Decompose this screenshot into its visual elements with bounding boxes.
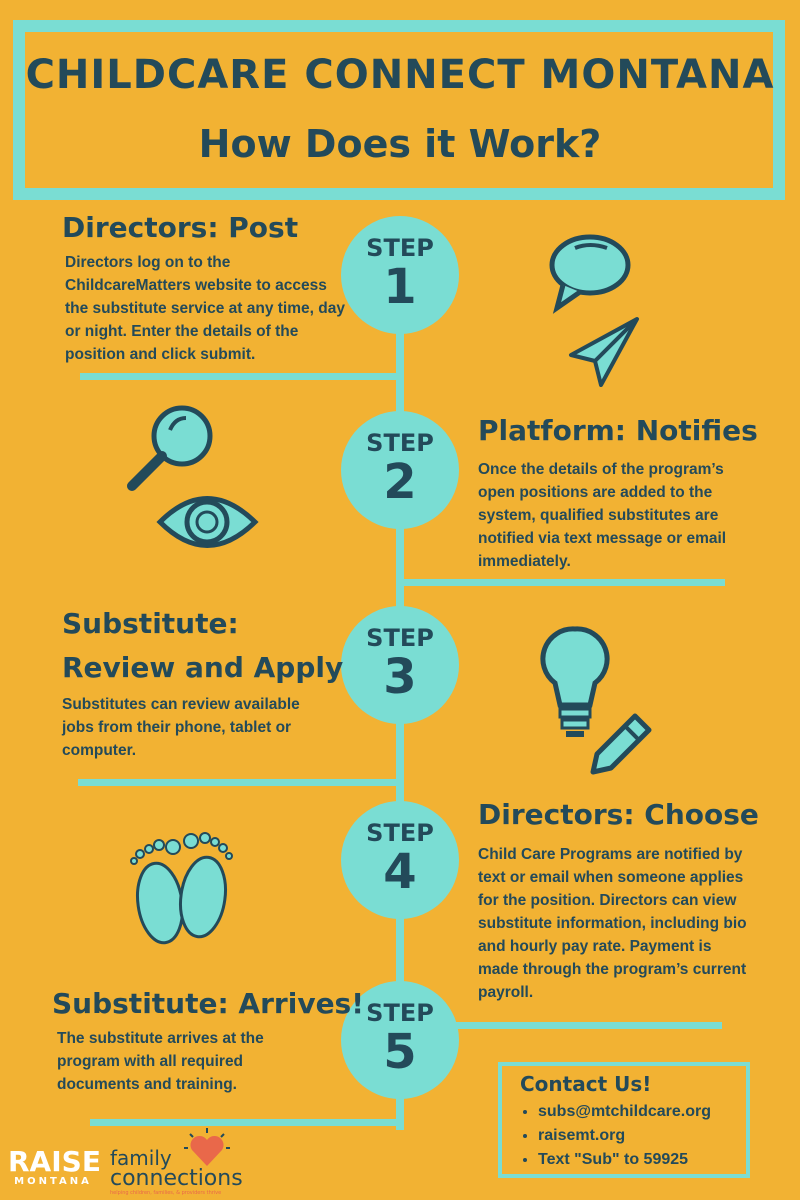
step-3-heading: Substitute: Review and Apply: [62, 607, 344, 684]
step-2-text: Once the details of the program’s open p…: [478, 461, 727, 570]
divider: [80, 373, 400, 380]
paper-plane-icon: [569, 317, 639, 387]
divider: [400, 1022, 722, 1029]
magnifying-glass-icon: [127, 405, 213, 491]
step-4-text: Child Care Programs are notified by text…: [478, 846, 747, 1001]
raise-montana-logo: RAISE MONTANA: [8, 1145, 101, 1188]
step-label: STEP: [366, 429, 434, 457]
step-number: 4: [383, 844, 417, 900]
lightbulb-icon: [540, 626, 610, 737]
eye-icon: [156, 496, 259, 548]
step-3-text: Substitutes can review available jobs fr…: [62, 696, 300, 759]
contact-email[interactable]: subs@mtchildcare.org: [538, 1100, 728, 1124]
step-5-heading: Substitute: Arrives!: [52, 987, 364, 1020]
divider: [78, 779, 400, 786]
family-connections-tagline: helping children, families, & providers …: [110, 1190, 222, 1196]
divider: [400, 579, 725, 586]
step-4-heading: Directors: Choose: [478, 798, 759, 831]
step-label: STEP: [366, 819, 434, 847]
contact-box: Contact Us! subs@mtchildcare.org raisemt…: [498, 1062, 750, 1178]
speech-bubble-icon: [549, 234, 631, 314]
step-label: STEP: [366, 624, 434, 652]
step-5-text: The substitute arrives at the program wi…: [57, 1030, 264, 1093]
contact-title: Contact Us!: [520, 1072, 652, 1096]
footprints-icon: [130, 832, 233, 945]
step-number: 5: [383, 1024, 417, 1080]
divider: [90, 1119, 400, 1126]
heart-hands-icon: [184, 1128, 230, 1166]
family-connections-logo: family connections helping children, fam…: [110, 1146, 243, 1196]
step-number: 1: [383, 259, 417, 315]
step-1-text: Directors log on to the ChildcareMatters…: [65, 254, 345, 363]
step-2-heading: Platform: Notifies: [478, 414, 758, 447]
page-subtitle: How Does it Work?: [198, 122, 602, 166]
pencil-icon: [590, 713, 652, 775]
page-title: CHILDCARE CONNECT MONTANA: [25, 52, 775, 98]
step-label: STEP: [366, 234, 434, 262]
step-number: 3: [383, 649, 417, 705]
contact-website[interactable]: raisemt.org: [538, 1124, 728, 1148]
step-label: STEP: [366, 999, 434, 1027]
title-frame: [13, 20, 785, 200]
contact-text: Text "Sub" to 59925: [538, 1148, 728, 1172]
step-number: 2: [383, 454, 417, 510]
step-1-heading: Directors: Post: [62, 211, 299, 244]
